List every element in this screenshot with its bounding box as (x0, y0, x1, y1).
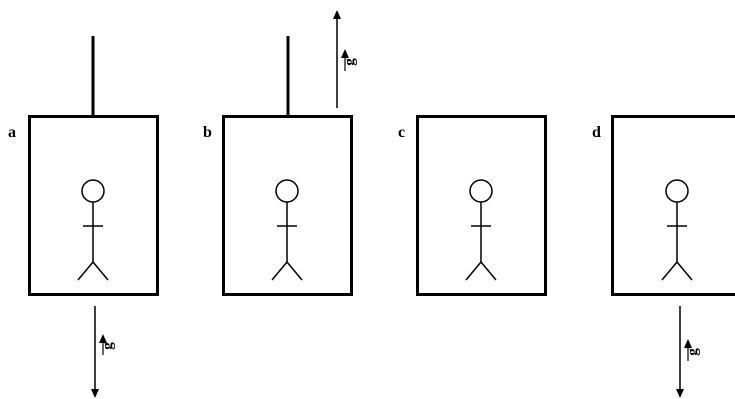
figure-head-d (665, 179, 689, 203)
figure-head-a (81, 179, 105, 203)
figure-left-leg-b (271, 261, 288, 281)
figure-right-leg-b (286, 261, 303, 281)
panel-d: d g (592, 115, 735, 398)
figure-left-leg-d (661, 261, 678, 281)
panel-c: c (398, 115, 547, 296)
gravity-label-a: g (100, 342, 116, 350)
figure-right-leg-a (92, 261, 109, 281)
panel-label-a: a (8, 124, 16, 141)
stick-figure-d (661, 179, 693, 281)
gravity-arrow-b: g (333, 10, 358, 108)
elevator-cabin-d (611, 115, 735, 296)
stick-figure-a (77, 179, 109, 281)
stick-figure-c (465, 179, 497, 281)
figure-right-leg-c (480, 261, 497, 281)
figure-left-leg-a (77, 261, 94, 281)
panel-a: a g (8, 36, 159, 398)
gravity-arrow-d: g (676, 306, 701, 398)
panel-label-d: d (592, 124, 601, 141)
gravity-arrow-a: g (91, 306, 116, 398)
panel-label-c: c (398, 124, 405, 141)
gravity-label-d: g (685, 348, 701, 356)
gravity-label-b: g (342, 58, 358, 66)
elevator-cabin-c (416, 115, 547, 296)
elevator-cabin-a (28, 115, 159, 296)
elevator-cabin-b (222, 115, 353, 296)
stick-figure-b (271, 179, 303, 281)
panel-b: b g (203, 10, 358, 296)
figure-head-c (469, 179, 493, 203)
figure-left-leg-c (465, 261, 482, 281)
panel-label-b: b (203, 124, 212, 141)
figure-head-b (275, 179, 299, 203)
figure-right-leg-d (676, 261, 693, 281)
